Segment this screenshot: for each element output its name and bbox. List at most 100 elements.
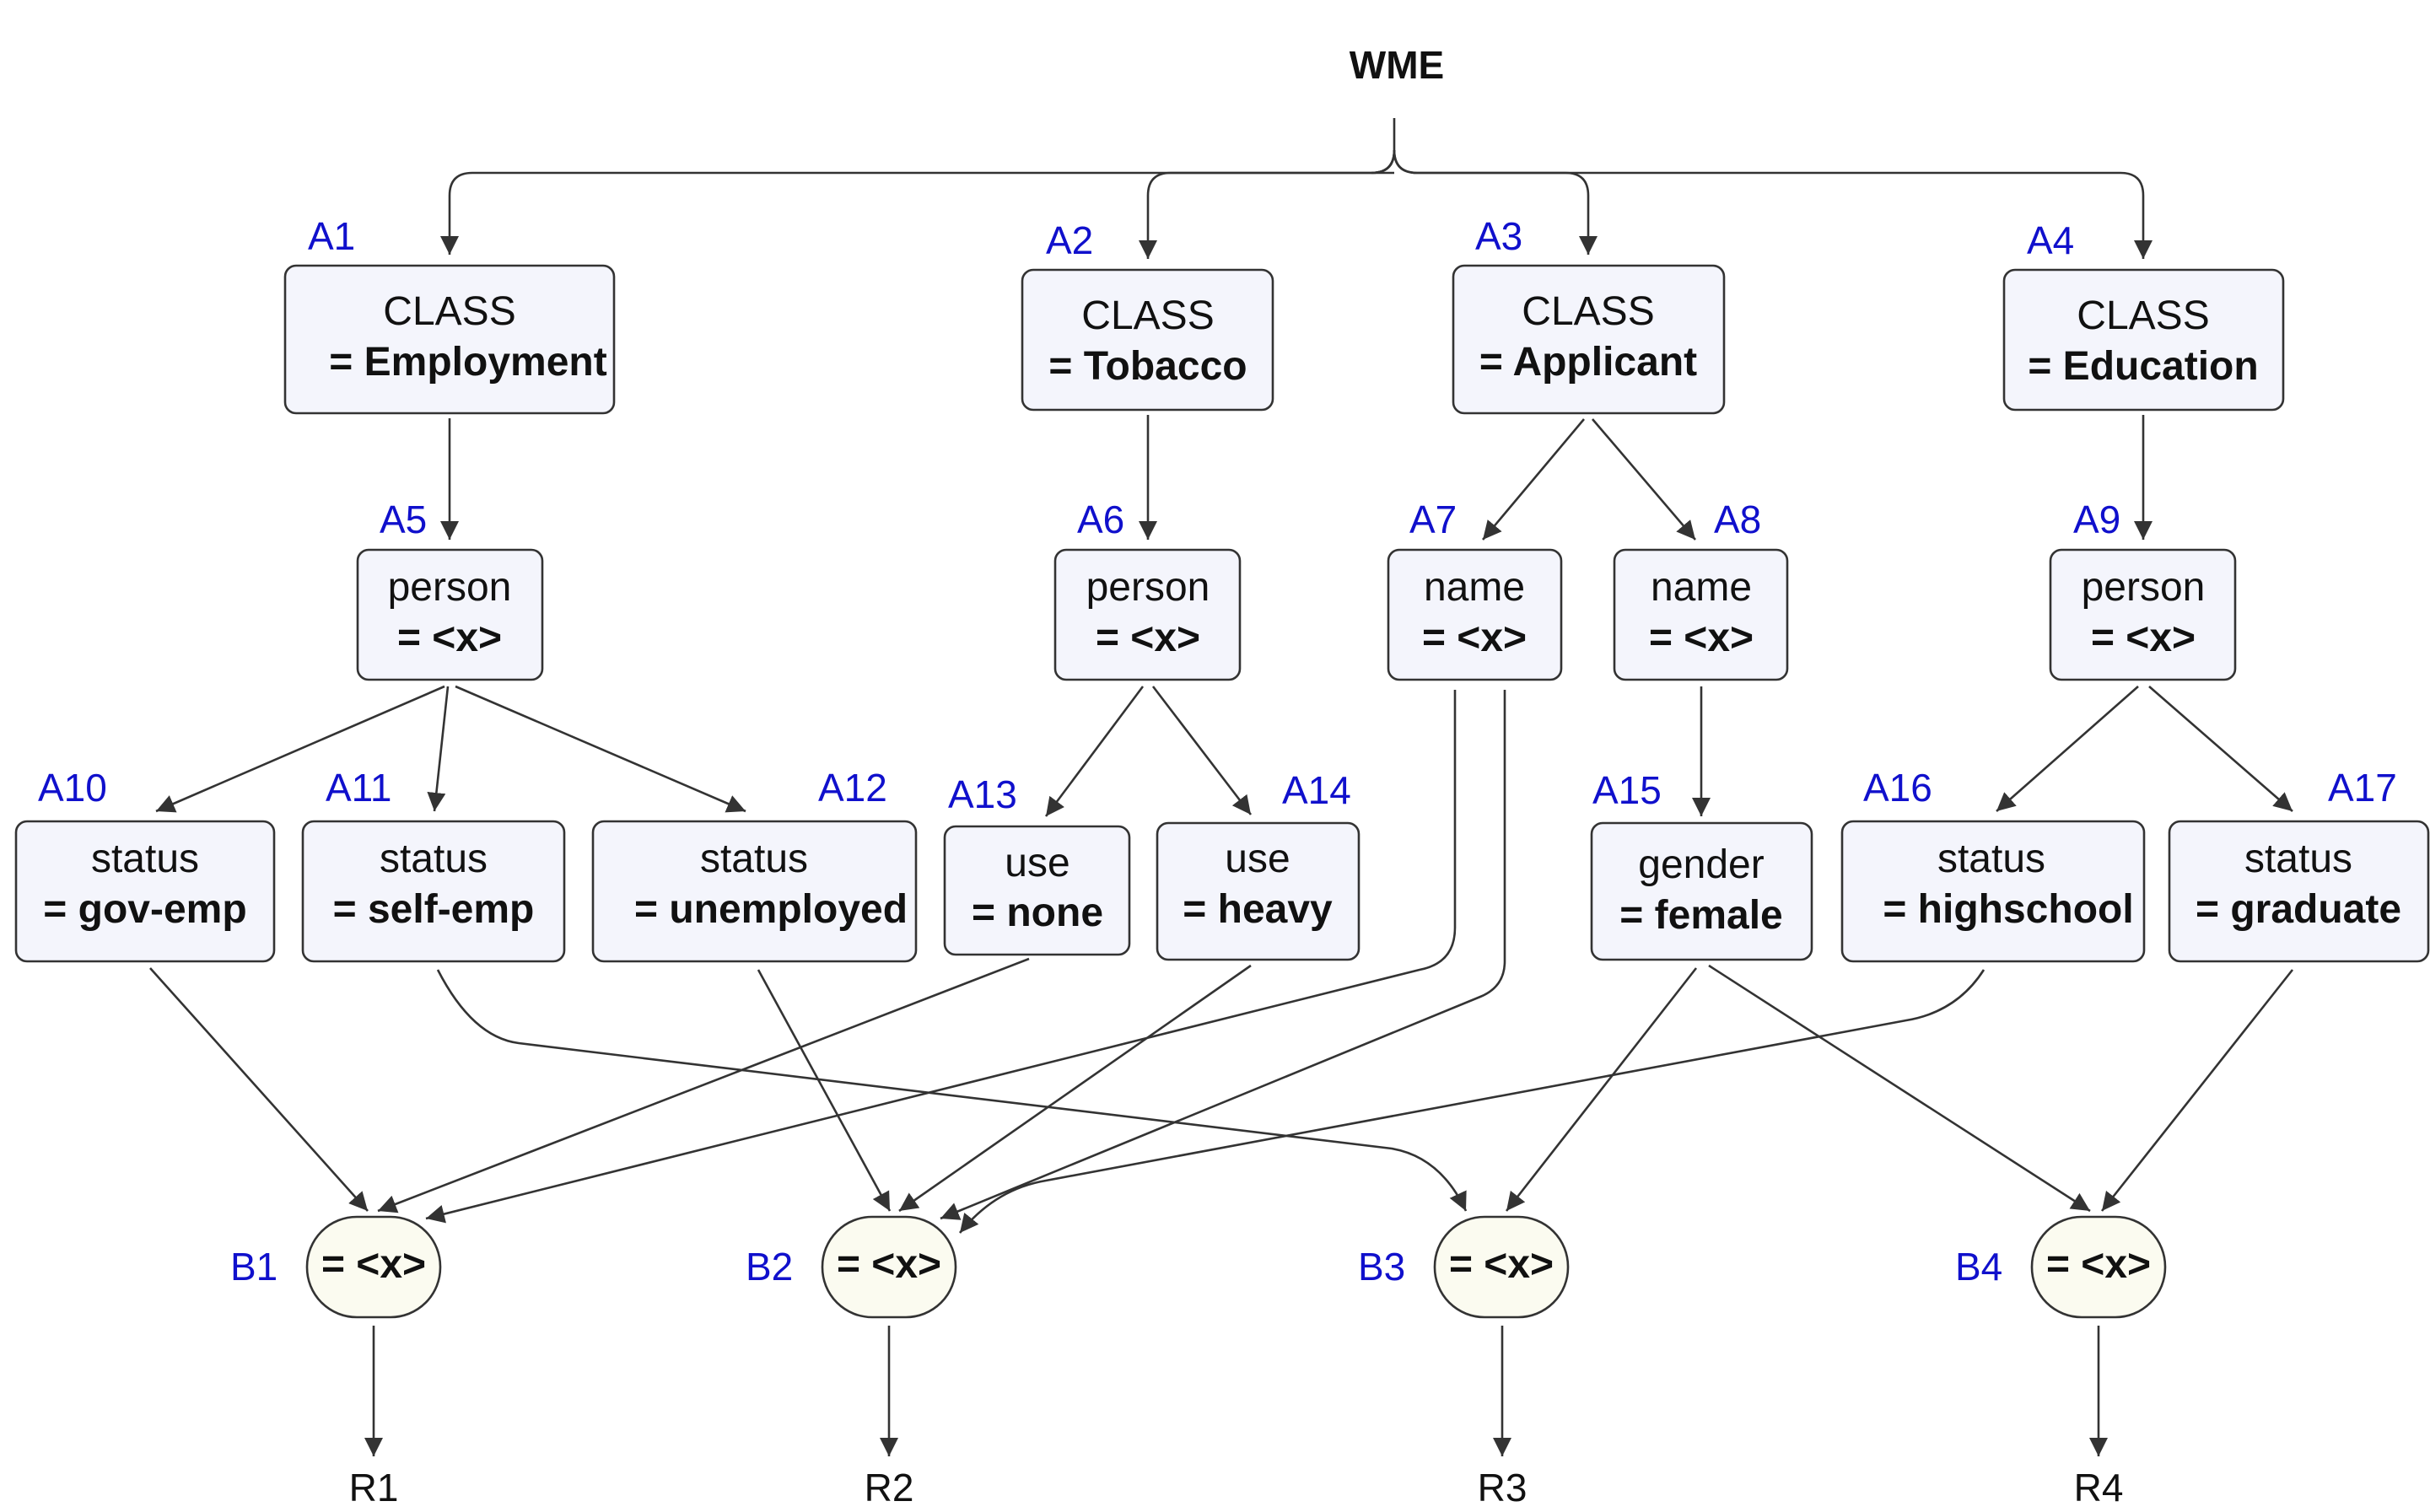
- tag-a2: A2: [1046, 218, 1093, 262]
- node-value: = <x>: [1649, 616, 1754, 660]
- join-condition: = <x>: [2046, 1242, 2151, 1287]
- beta-node-b3: = <x>: [1433, 1215, 1570, 1319]
- edge-a15-b4: [1708, 964, 2091, 1213]
- node-value: = Employment: [329, 340, 606, 385]
- edge-a11-b3: [436, 969, 1468, 1212]
- beta-node-b4: = <x>: [2030, 1215, 2167, 1319]
- join-condition: = <x>: [837, 1242, 941, 1287]
- alpha-node-a11: status = self-emp: [301, 820, 566, 963]
- tag-a4: A4: [2027, 218, 2074, 262]
- node-value: = Applicant: [1479, 340, 1697, 385]
- edge-a3-a7: [1482, 418, 1585, 541]
- tag-a7: A7: [1409, 498, 1457, 541]
- tag-a12: A12: [818, 766, 887, 810]
- alpha-node-a3: CLASS = Applicant: [1452, 264, 1726, 415]
- tag-a1: A1: [308, 214, 355, 258]
- edge-a10-b1: [149, 967, 369, 1212]
- node-attribute: gender: [1638, 842, 1764, 887]
- node-attribute: CLASS: [1081, 293, 1214, 338]
- node-attribute: status: [700, 837, 808, 881]
- edge-a7b-b2: [940, 690, 1506, 1220]
- node-attribute: status: [1937, 837, 2045, 881]
- edge-root-a4: [1393, 149, 2153, 259]
- alpha-node-a12: status = unemployed: [591, 820, 918, 963]
- node-value: = female: [1619, 893, 1782, 938]
- edge-a17-b4: [2100, 969, 2294, 1212]
- alpha-node-a13: use = none: [943, 825, 1131, 956]
- alpha-node-a14: use = heavy: [1156, 821, 1360, 961]
- node-attribute: status: [380, 837, 488, 881]
- alpha-node-a5: person = <x>: [356, 548, 544, 681]
- join-condition: = <x>: [321, 1242, 426, 1287]
- tag-a13: A13: [948, 772, 1017, 816]
- tag-b3: B3: [1358, 1245, 1405, 1289]
- node-attribute: status: [2244, 837, 2352, 881]
- alpha-node-a15: gender = female: [1590, 821, 1813, 961]
- tag-b4: B4: [1955, 1245, 2002, 1289]
- tag-a6: A6: [1077, 498, 1124, 541]
- alpha-node-a16: status = highschool: [1840, 820, 2146, 963]
- node-attribute: CLASS: [1522, 289, 1654, 334]
- alpha-node-a17: status = graduate: [2168, 820, 2430, 963]
- beta-node-b1: = <x>: [305, 1215, 442, 1319]
- edge-a5-a10: [155, 685, 445, 813]
- edge-a9-a16: [1996, 686, 2139, 812]
- edge-a14-b2: [898, 964, 1252, 1213]
- alpha-node-a2: CLASS = Tobacco: [1021, 268, 1274, 412]
- node-value: = <x>: [2091, 616, 2196, 660]
- edge-a13-b1: [377, 957, 1030, 1213]
- node-value: = graduate: [2196, 887, 2401, 932]
- alpha-node-a10: status = gov-emp: [14, 820, 276, 963]
- node-value: = <x>: [397, 616, 502, 660]
- node-value: = none: [972, 891, 1103, 935]
- node-attribute: name: [1651, 565, 1752, 610]
- edge-a16-b2: [958, 969, 1985, 1234]
- tag-b1: B1: [230, 1245, 277, 1289]
- node-attribute: person: [2082, 565, 2206, 610]
- tag-a16: A16: [1863, 766, 1932, 810]
- node-attribute: CLASS: [383, 289, 515, 334]
- rule-r4: R4: [2074, 1466, 2124, 1509]
- node-value: = Education: [2028, 344, 2258, 389]
- alpha-node-a4: CLASS = Education: [2002, 268, 2285, 412]
- root-title: WME: [1350, 43, 1444, 87]
- edge-a3-a8: [1592, 418, 1696, 541]
- tag-a9: A9: [2073, 498, 2120, 541]
- node-value: = Tobacco: [1048, 344, 1247, 389]
- alpha-node-a7: name = <x>: [1387, 548, 1563, 681]
- edge-a15-b3: [1505, 967, 1698, 1212]
- node-value: = <x>: [1422, 616, 1527, 660]
- edge-a7-b1: [425, 690, 1457, 1224]
- edge-a5-a11: [427, 686, 450, 812]
- node-attribute: status: [91, 837, 199, 881]
- alpha-node-a6: person = <x>: [1053, 548, 1242, 681]
- rule-r2: R2: [865, 1466, 914, 1509]
- node-tags: A1 A2 A3 A4 A5 A6 A7 A8 A9 A10 A11 A12 A…: [38, 214, 2397, 1289]
- edge-a6-a13: [1044, 686, 1145, 817]
- node-value: = highschool: [1883, 887, 2133, 932]
- tag-a3: A3: [1475, 214, 1522, 258]
- tag-a8: A8: [1714, 498, 1761, 541]
- join-condition: = <x>: [1449, 1242, 1554, 1287]
- beta-node-b2: = <x>: [821, 1215, 957, 1319]
- alpha-node-a8: name = <x>: [1613, 548, 1789, 681]
- tag-a15: A15: [1592, 768, 1662, 812]
- node-attribute: person: [1086, 565, 1210, 610]
- tag-a11: A11: [326, 766, 391, 810]
- node-value: = <x>: [1096, 616, 1200, 660]
- node-attribute: person: [388, 565, 512, 610]
- tag-a10: A10: [38, 766, 107, 810]
- node-value: = heavy: [1183, 887, 1333, 932]
- node-attribute: use: [1225, 837, 1290, 881]
- rule-r3: R3: [1478, 1466, 1528, 1509]
- node-attribute: CLASS: [2077, 293, 2209, 338]
- tag-a14: A14: [1282, 768, 1351, 812]
- edge-a12-b2: [757, 969, 892, 1212]
- edge-a6-a14: [1151, 686, 1253, 815]
- node-attribute: name: [1424, 565, 1525, 610]
- alpha-node-a9: person = <x>: [2049, 548, 2237, 681]
- tag-a5: A5: [380, 498, 427, 541]
- rule-r1: R1: [349, 1466, 399, 1509]
- node-value: = self-emp: [333, 887, 535, 932]
